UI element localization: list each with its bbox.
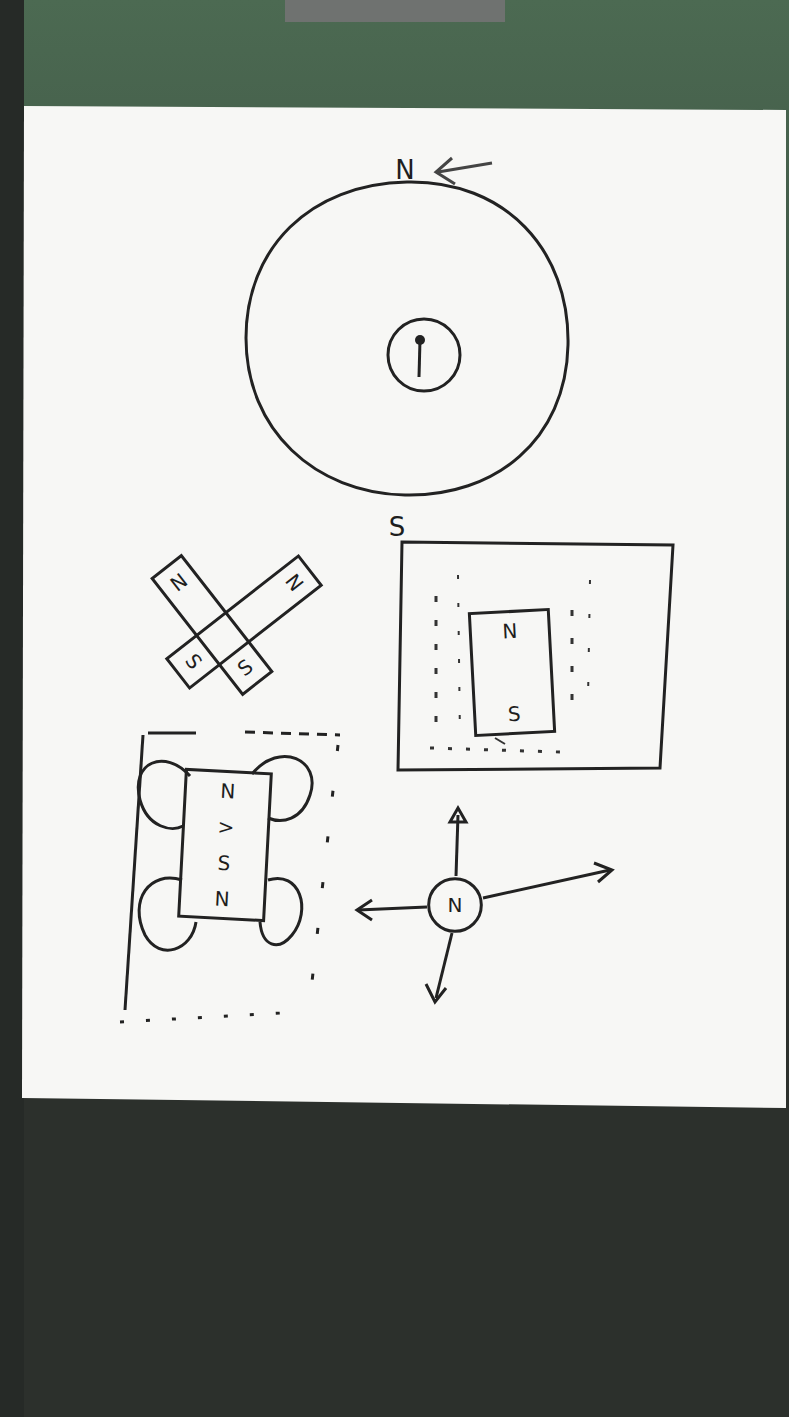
compass-circle [388,319,460,391]
dashed-bracket-line [245,732,340,735]
pole-letter: S [180,649,207,674]
dotted-bracket-line [120,1012,300,1022]
bracket-line [148,732,196,735]
arrowhead [450,808,466,822]
arrow-right [483,870,610,898]
pole-letter: N [214,887,230,912]
dotted-field-line [571,610,574,720]
field-square [398,542,673,770]
dotted-field-line [435,596,438,725]
arrowhead [357,900,372,920]
bar-magnet: NS [150,554,274,697]
circle-outline-shape [429,879,482,932]
bar-magnet: NS [468,607,556,736]
south-label: S [389,512,406,542]
pole-letter: S [233,654,258,681]
pole-letter: N [502,618,518,643]
dotted-field-line [430,748,560,752]
left-edge-shadow [0,0,24,1417]
pole-letter: N [165,568,192,596]
field-loop [138,761,190,828]
arrowhead [594,863,612,882]
compass-needle [419,340,420,377]
pole-letter: > [217,815,235,840]
pole-letter: S [507,701,521,726]
arrow-left [358,907,427,910]
pole-letter: S [217,851,231,876]
dotted-field-line [588,580,590,700]
tape-strip [285,0,505,22]
pole-letter: N [448,893,463,917]
dotted-bracket-line [310,745,338,1000]
north-arrowhead [436,158,455,184]
north-pole-circle: N [427,877,483,933]
arrow-up [456,815,458,876]
paper-sheet [22,106,786,1108]
bar-magnet: N>SN [177,768,273,922]
field-loop [139,878,196,950]
earth-circle [246,182,568,495]
field-loop [252,756,312,820]
field-tick [495,738,505,744]
pole-letter: N [220,779,236,804]
field-loop [260,878,302,944]
pole-letter: N [280,569,308,596]
north-label: N [395,155,414,185]
arrowhead [426,984,446,1002]
dotted-field-line [458,575,460,740]
